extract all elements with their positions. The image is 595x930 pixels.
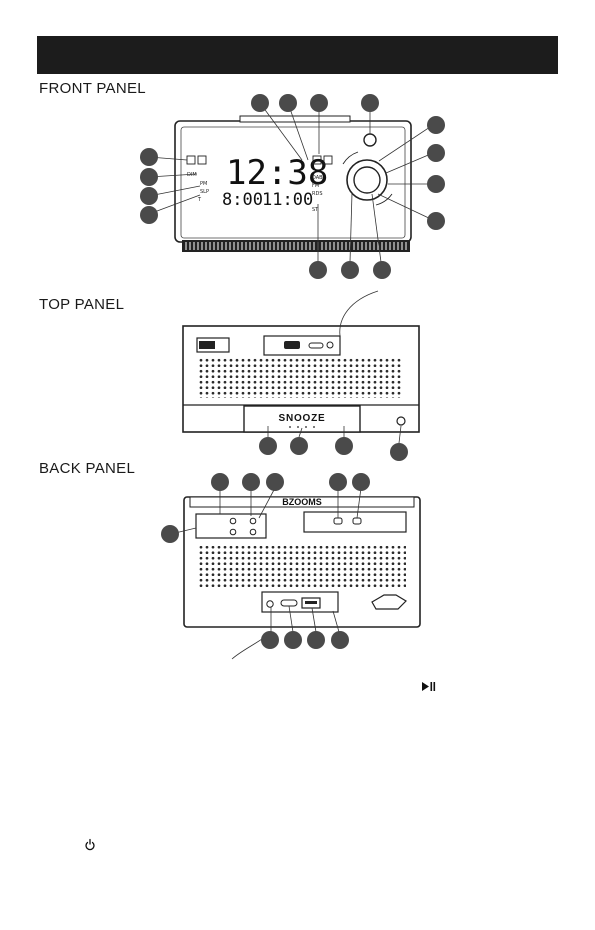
callout-back-5 [352, 473, 370, 491]
callout-front-11 [140, 187, 158, 205]
callout-front-6 [427, 144, 445, 162]
callout-front-12 [140, 206, 158, 224]
callout-top-3 [335, 437, 353, 455]
display-alarm1: 8:00 [222, 190, 263, 210]
callout-top-4 [390, 443, 408, 461]
callout-back-1 [211, 473, 229, 491]
callout-back-4 [329, 473, 347, 491]
callout-top-1 [259, 437, 277, 455]
callout-front-15 [373, 261, 391, 279]
display-alarm2: 11:00 [262, 190, 313, 210]
callout-front-3 [310, 94, 328, 112]
callout-front-13 [309, 261, 327, 279]
callout-front-14 [341, 261, 359, 279]
front-power-button[interactable] [364, 134, 376, 146]
top-panel-diagram: SNOOZE [183, 291, 419, 461]
indicator-dab: DAB [312, 175, 323, 181]
back-panel-diagram: BZOOMS [161, 473, 420, 659]
indicator-dim: DIM [187, 172, 197, 178]
callout-front-2 [279, 94, 297, 112]
callout-front-1 [251, 94, 269, 112]
snooze-label: SNOOZE [278, 413, 325, 424]
brand-label: BZOOMS [282, 497, 322, 507]
indicator-slp: SLP [200, 189, 209, 195]
indicator-rds: RDS [312, 191, 323, 197]
callout-back-10 [331, 631, 349, 649]
callout-back-8 [284, 631, 302, 649]
callout-back-7 [261, 631, 279, 649]
callout-front-8 [427, 212, 445, 230]
callout-front-4 [361, 94, 379, 112]
callout-top-2 [290, 437, 308, 455]
play-pause-icon [422, 682, 435, 691]
headphone-jack[interactable] [397, 417, 405, 425]
callout-back-2 [242, 473, 260, 491]
front-panel-diagram: 12:38 8:00 11:00 DIM PM SLP T DAB FM RDS… [140, 94, 445, 279]
callout-back-3 [266, 473, 284, 491]
callout-back-9 [307, 631, 325, 649]
callout-front-9 [140, 148, 158, 166]
indicator-pm: PM [200, 181, 207, 187]
callout-back-6 [161, 525, 179, 543]
power-icon [86, 840, 94, 850]
callout-front-10 [140, 168, 158, 186]
callout-front-5 [427, 116, 445, 134]
indicator-fm: FM [312, 183, 319, 189]
callout-front-7 [427, 175, 445, 193]
